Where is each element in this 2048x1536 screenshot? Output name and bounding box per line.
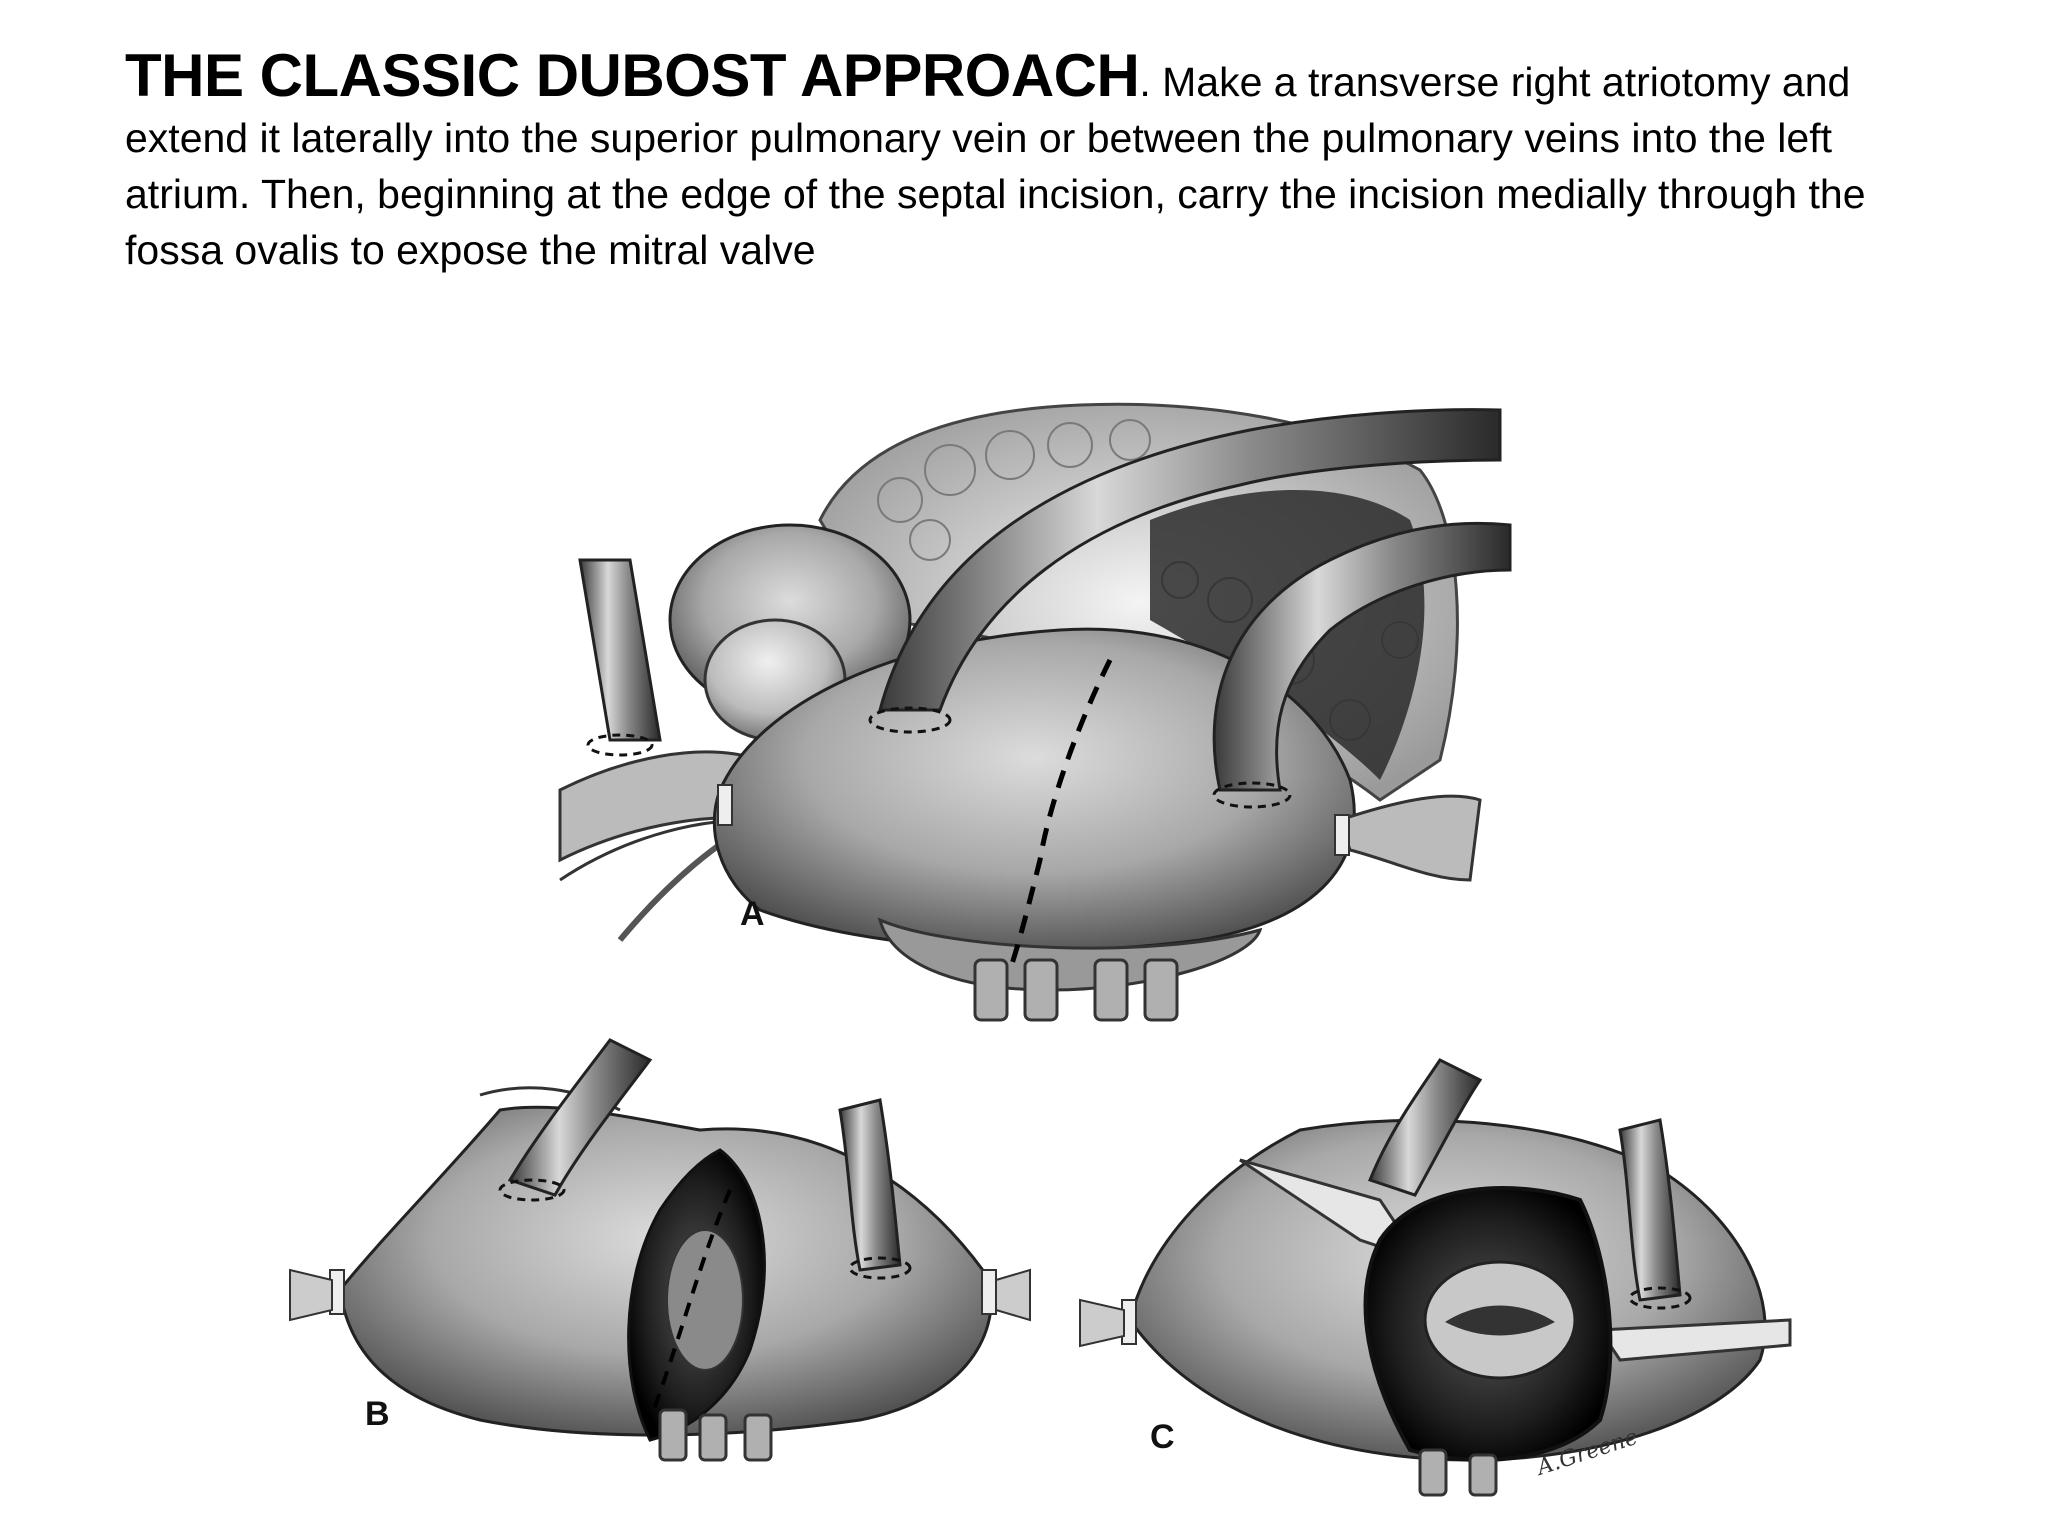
caption-body: . Make a transverse right atriotomy and … xyxy=(125,59,1866,273)
caption-heading: THE CLASSIC DUBOST APPROACH xyxy=(125,42,1140,109)
panel-a: A xyxy=(558,402,1512,1022)
panel-label-a: A xyxy=(740,895,765,933)
caption-text: THE CLASSIC DUBOST APPROACH. Make a tran… xyxy=(125,46,1955,278)
purse-string-sutures xyxy=(586,706,1292,809)
panel-label-b: B xyxy=(365,1395,390,1433)
incision-line-b xyxy=(648,1189,732,1421)
panel-c: C A.Greene xyxy=(1079,1058,1792,1497)
panel-label-c: C xyxy=(1150,1418,1175,1456)
inferior-veins xyxy=(973,958,1179,1022)
panel-b: B xyxy=(289,1038,1031,1462)
